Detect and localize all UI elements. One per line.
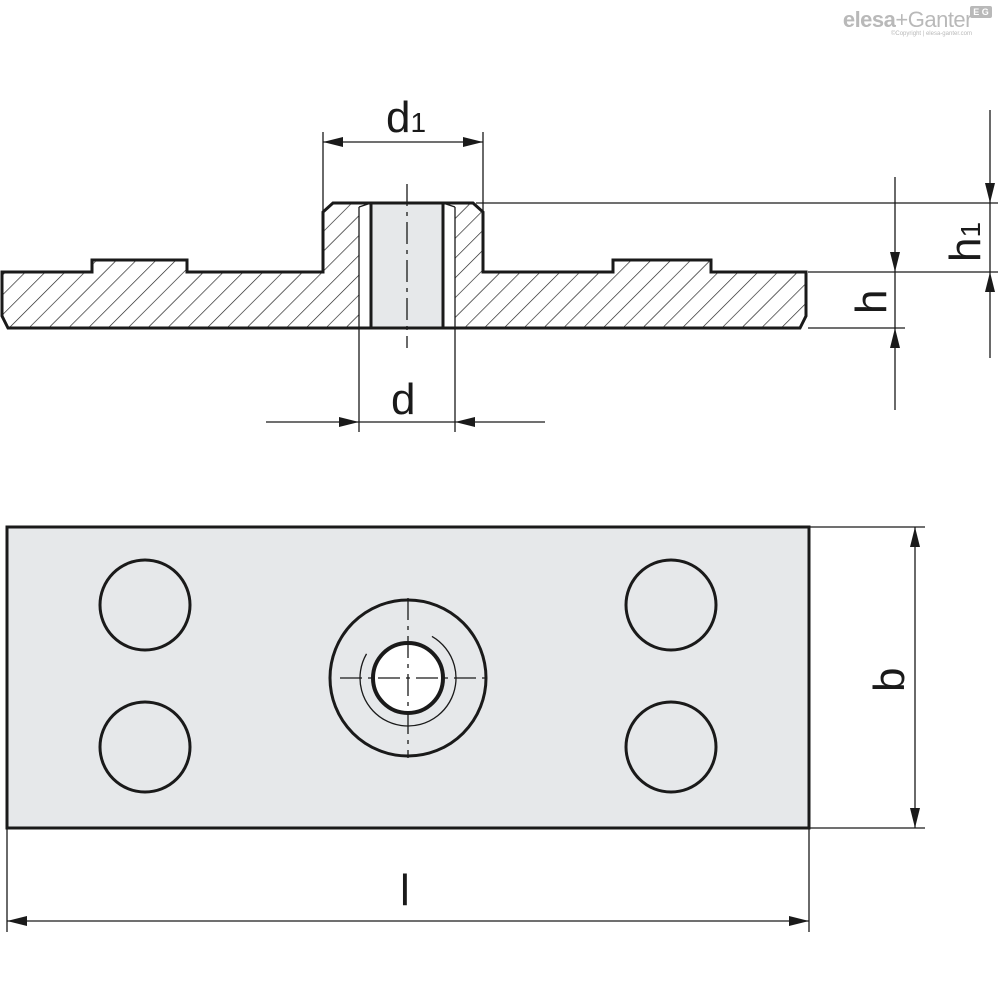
plan-view	[5, 525, 811, 830]
dimension-h1: h1	[476, 110, 998, 358]
mount-hole-top-left	[98, 558, 192, 652]
label-l: l	[400, 866, 410, 915]
thread-band-right	[443, 203, 455, 328]
mount-hole-bottom-left	[98, 700, 192, 794]
label-d: d	[391, 375, 415, 424]
mount-hole-bottom-right	[624, 700, 718, 794]
eg-badge-icon: E G	[970, 6, 992, 18]
label-h: h	[847, 290, 896, 314]
label-d1: d1	[386, 93, 426, 142]
dimension-d1: d1	[322, 93, 484, 212]
label-b: b	[865, 668, 914, 692]
dimension-b: b	[809, 526, 925, 829]
section-outline	[0, 201, 808, 330]
thread-band-left	[359, 203, 371, 328]
dimension-l: l	[6, 828, 810, 932]
brand-logo: elesa+Ganter E G ©Copyright | elesa-gant…	[842, 6, 992, 38]
mount-hole-top-right	[624, 558, 718, 652]
copyright-text: ©Copyright | elesa-ganter.com	[890, 31, 972, 37]
thread-arc	[359, 629, 457, 727]
brand-part-elesa: elesa	[842, 7, 896, 32]
chamfer-left	[358, 202, 372, 208]
dimension-h: h	[808, 177, 998, 410]
dimension-d: d	[266, 328, 545, 432]
label-h1: h1	[941, 222, 990, 262]
brand-part-ganter: +Ganter	[895, 7, 972, 32]
brand-name: elesa+Ganter	[842, 7, 973, 32]
chamfer-right	[442, 202, 456, 208]
section-view	[0, 184, 808, 348]
